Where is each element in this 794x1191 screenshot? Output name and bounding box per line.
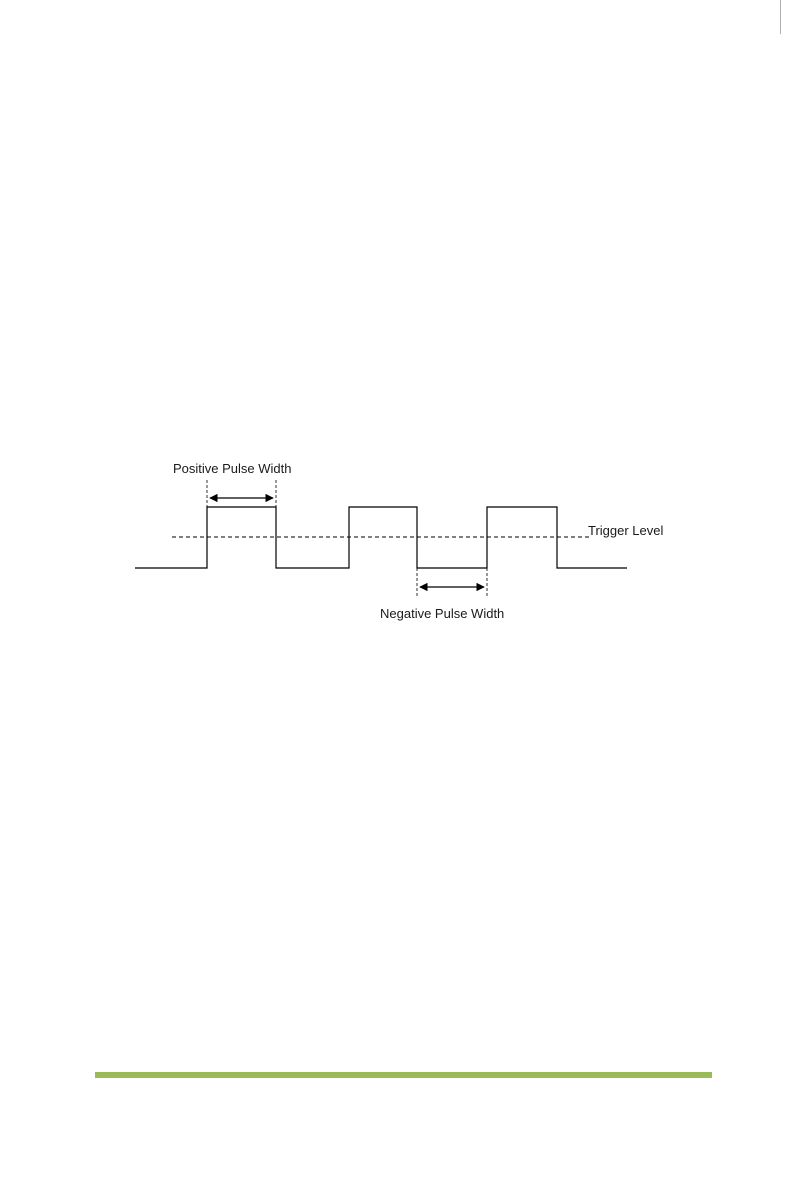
negative-pulse-width-label: Negative Pulse Width (380, 606, 504, 621)
positive-pulse-width-label: Positive Pulse Width (173, 461, 292, 476)
trigger-level-label: Trigger Level (588, 523, 663, 538)
footer-accent-bar (95, 1072, 712, 1078)
